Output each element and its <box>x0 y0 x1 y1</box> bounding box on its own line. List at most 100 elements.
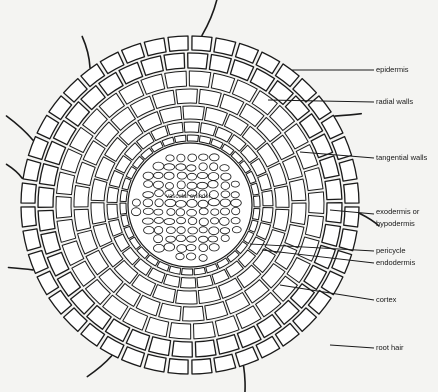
exodermis-cell <box>195 340 216 357</box>
cortex-cell <box>211 73 234 93</box>
label-radial-walls: radial walls <box>376 97 413 106</box>
exodermis-cell <box>126 329 149 350</box>
epidermis-cell <box>23 159 41 181</box>
exodermis-cell <box>320 156 340 178</box>
cell-layers <box>21 36 359 374</box>
cortex-cell <box>273 209 289 231</box>
cortex-cell <box>93 224 112 247</box>
cortex-cell <box>169 323 191 339</box>
cortex-cell <box>74 209 91 231</box>
endodermis-cell <box>212 269 229 284</box>
label-epidermis: epidermis <box>376 65 409 74</box>
pericycle-cell <box>251 183 259 195</box>
exodermis-cell <box>172 341 192 357</box>
cortex-cell <box>194 322 216 339</box>
endodermis-cell <box>256 223 270 240</box>
cortex-cell <box>159 107 181 124</box>
exodermis-cell <box>209 55 231 74</box>
label-root-hair: root hair <box>376 343 404 352</box>
cortex-cell <box>176 89 198 104</box>
endodermis-cell <box>215 127 232 142</box>
epidermis-cell <box>192 36 212 51</box>
vascular-cylinder-boundary <box>128 143 252 267</box>
exodermis-cell <box>217 335 239 355</box>
root-hair <box>202 0 217 35</box>
endodermis-cell <box>262 191 273 206</box>
epidermis-cell <box>192 359 212 374</box>
root-hair <box>9 268 33 270</box>
cortex-cell <box>183 106 205 120</box>
pericycle-cell <box>187 135 198 141</box>
endodermis-cell <box>107 204 118 219</box>
pericycle-cell <box>249 220 258 232</box>
epidermis-cell <box>236 347 259 367</box>
label-exodermis: exodermis or <box>376 207 420 216</box>
cortex-cell <box>76 162 95 185</box>
endodermis-cell <box>184 122 199 133</box>
exodermis-cell <box>326 203 342 223</box>
endodermis-cell <box>200 123 216 136</box>
exodermis-cell <box>164 53 185 70</box>
epidermis-cell <box>332 251 352 274</box>
epidermis-cell <box>21 183 36 203</box>
epidermis-cell <box>214 354 236 372</box>
cortex-cell <box>56 197 72 219</box>
exodermis-cell <box>230 60 253 81</box>
exodermis-cell <box>45 141 66 164</box>
cortex-cell <box>145 317 168 337</box>
epidermis-cell <box>344 183 359 203</box>
endodermis-cell <box>107 187 119 203</box>
exodermis-cell <box>41 232 61 254</box>
root-hair <box>82 37 90 68</box>
pericycle-cell <box>174 135 186 143</box>
cortex-cell <box>152 90 175 108</box>
endodermis-cell <box>109 171 123 188</box>
epidermis-cell <box>23 229 41 251</box>
exodermis-cell <box>141 56 163 76</box>
cortex-cell <box>183 306 205 321</box>
cortex-cell <box>91 203 106 224</box>
endodermis-cell <box>164 274 180 287</box>
root-hair <box>335 114 361 116</box>
cortex-cell <box>283 156 303 180</box>
pericycle-cell <box>122 178 131 190</box>
label-endodermis: endodermis <box>376 258 415 267</box>
epidermis-cell <box>168 36 188 51</box>
pericycle-cell <box>121 215 129 227</box>
cortex-cell <box>291 203 306 225</box>
endodermis-cell <box>197 275 213 288</box>
cortex-cell <box>189 71 211 87</box>
endodermis-cell <box>181 278 196 289</box>
cortex-cell <box>198 287 220 304</box>
pericycle-cell <box>120 203 127 214</box>
root-hair <box>244 366 246 392</box>
endodermis-cell <box>261 208 273 224</box>
endodermis-cell <box>167 122 183 134</box>
cortex-cell <box>268 163 287 186</box>
pericycle-cell <box>199 136 211 144</box>
cortex-cell <box>176 290 198 304</box>
endodermis-cell <box>151 126 168 141</box>
exodermis-cell <box>188 53 208 69</box>
epidermis-cell <box>344 207 359 227</box>
epidermis-cell <box>168 359 188 374</box>
epidermis-cell <box>144 354 166 372</box>
cortex-cell <box>215 316 239 336</box>
root-hair <box>7 116 33 140</box>
epidermis-cell <box>214 38 236 56</box>
label-cortex: cortex <box>376 295 397 304</box>
cortex-cell <box>199 89 221 106</box>
cortex-cell <box>159 303 181 320</box>
epidermis-cell <box>339 159 357 181</box>
endodermis-cell <box>109 220 123 237</box>
cortex-cell <box>289 179 306 201</box>
epidermis-cell <box>122 43 145 63</box>
exodermis-cell <box>325 179 342 200</box>
label-tangential-walls: tangential walls <box>376 153 428 162</box>
exodermis-cell <box>38 187 54 207</box>
cortex-cell <box>285 225 304 248</box>
epidermis-cell <box>144 38 166 56</box>
cortex-cell <box>205 107 228 125</box>
cortex-cell <box>308 192 324 214</box>
